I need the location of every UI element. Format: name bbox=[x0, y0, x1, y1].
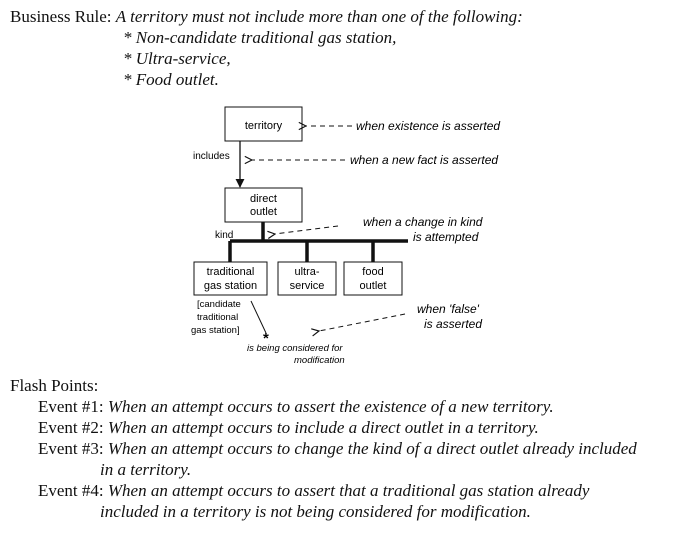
ultra-service-box bbox=[277, 261, 337, 296]
modification-asterisk: * bbox=[263, 330, 269, 347]
rule-item-non-candidate: * Non-candidate traditional gas station, bbox=[123, 28, 397, 47]
event-2-label: Event #2: bbox=[38, 418, 104, 437]
fact-model-diagram: territory includes direct outlet kind tr… bbox=[191, 106, 500, 366]
flash-points: Flash Points: Event #1: When an attempt … bbox=[10, 375, 637, 522]
event-4-label: Event #4: bbox=[38, 481, 104, 500]
event-4-text: When an attempt occurs to assert that a … bbox=[107, 481, 590, 500]
flash-points-label: Flash Points: bbox=[10, 376, 99, 395]
modification-label-2: modification bbox=[294, 355, 345, 366]
change-kind-arrow bbox=[275, 225, 339, 234]
annotation-change-1: when a change in kind bbox=[363, 215, 483, 229]
candidate-label-1: [candidate bbox=[197, 299, 241, 310]
event-3-continuation: in a territory. bbox=[100, 460, 192, 479]
direct-outlet-label-2: outlet bbox=[250, 206, 277, 218]
modification-label-1: is being considered for bbox=[247, 343, 343, 354]
business-rule-label: Business Rule: bbox=[10, 7, 112, 26]
includes-label: includes bbox=[193, 151, 230, 162]
event-1: Event #1: When an attempt occurs to asse… bbox=[10, 396, 637, 417]
event-2-text: When an attempt occurs to include a dire… bbox=[107, 418, 539, 437]
annotation-existence: when existence is asserted bbox=[356, 119, 500, 133]
food-outlet-box bbox=[343, 261, 403, 296]
annotation-false-1: when 'false' bbox=[417, 302, 480, 316]
candidate-label-3: gas station] bbox=[191, 325, 240, 336]
food-label-1: food bbox=[362, 266, 383, 278]
event-1-text: When an attempt occurs to assert the exi… bbox=[107, 397, 554, 416]
kind-label: kind bbox=[215, 230, 233, 241]
candidate-label-2: traditional bbox=[197, 312, 238, 323]
business-rule-statement: A territory must not include more than o… bbox=[115, 7, 523, 26]
ultra-label-1: ultra- bbox=[294, 266, 319, 278]
event-2: Event #2: When an attempt occurs to incl… bbox=[10, 417, 637, 438]
business-rule: Business Rule: A territory must not incl… bbox=[10, 6, 523, 90]
traditional-label-1: traditional bbox=[207, 266, 255, 278]
modification-connector bbox=[250, 300, 267, 334]
territory-box bbox=[224, 106, 303, 142]
ultra-label-2: service bbox=[290, 280, 325, 292]
annotation-change-2: is attempted bbox=[413, 230, 479, 244]
event-3-label: Event #3: bbox=[38, 439, 104, 458]
annotation-false-2: is asserted bbox=[424, 317, 482, 331]
rule-item-ultra-service: * Ultra-service, bbox=[123, 49, 231, 68]
event-1-label: Event #1: bbox=[38, 397, 104, 416]
food-label-2: outlet bbox=[360, 280, 387, 292]
direct-outlet-label-1: direct bbox=[250, 193, 277, 205]
annotation-new-fact: when a new fact is asserted bbox=[350, 153, 498, 167]
event-4: Event #4: When an attempt occurs to asse… bbox=[10, 480, 637, 501]
traditional-gas-station-box bbox=[193, 261, 268, 296]
event-3: Event #3: When an attempt occurs to chan… bbox=[10, 438, 637, 459]
rule-item-food-outlet: * Food outlet. bbox=[123, 70, 219, 89]
false-arrow bbox=[319, 313, 406, 331]
direct-outlet-box bbox=[224, 187, 303, 223]
event-3-text: When an attempt occurs to change the kin… bbox=[107, 439, 637, 458]
event-4-continuation: included in a territory is not being con… bbox=[100, 502, 531, 521]
traditional-label-2: gas station bbox=[204, 280, 257, 292]
territory-label: territory bbox=[245, 120, 283, 132]
